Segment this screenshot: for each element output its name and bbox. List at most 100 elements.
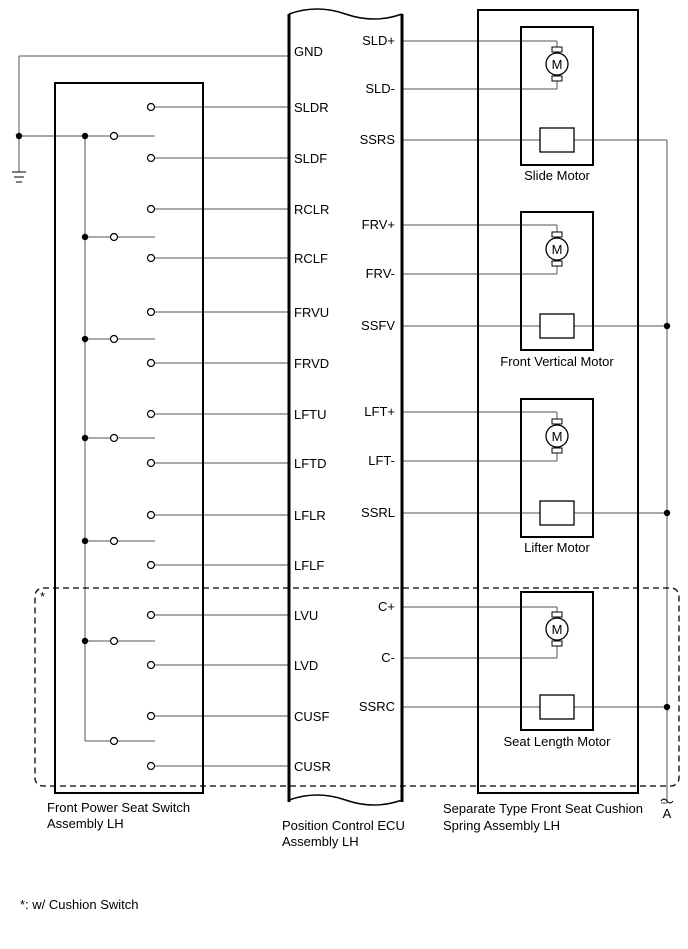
switch-assembly-title-2: Assembly LH — [47, 816, 124, 831]
ecu-pin-lftu: LFTU — [294, 407, 327, 422]
switch-pivot — [109, 232, 119, 242]
return-bus-dot — [663, 703, 671, 711]
motor-box — [520, 211, 594, 351]
ecu-bottom-wave — [288, 794, 403, 806]
ecu-pin-ssrc: SSRC — [359, 699, 395, 714]
motor-label: Front Vertical Motor — [500, 354, 614, 369]
motor-icon — [545, 52, 569, 76]
ecu-pin-ssfv: SSFV — [361, 318, 395, 333]
bus-junction-dot — [81, 434, 89, 442]
ecu-pin-frvd: FRVD — [294, 356, 329, 371]
motor-icon — [545, 617, 569, 641]
spring-assembly-title-2: Spring Assembly LH — [443, 818, 560, 833]
return-bus-dot — [663, 509, 671, 517]
motor-icon — [545, 424, 569, 448]
switch-terminal-up — [146, 204, 156, 214]
switch-assembly-title: Front Power Seat Switch — [47, 800, 190, 815]
bus-junction-dot — [81, 233, 89, 241]
ecu-pin-lflf: LFLF — [294, 558, 324, 573]
switch-terminal-up — [146, 409, 156, 419]
switch-pivot — [109, 433, 119, 443]
ecu-pin-lftd: LFTD — [294, 456, 327, 471]
bus-junction-dot — [81, 637, 89, 645]
motor-symbol: M — [552, 242, 563, 257]
motor-brush-icon — [551, 231, 563, 238]
ecu-pin-frv+: FRV+ — [362, 217, 395, 232]
motor-brush-icon — [551, 260, 563, 267]
ecu-title-2: Assembly LH — [282, 834, 359, 849]
sensor-icon — [539, 694, 575, 720]
ecu-pin-lvu: LVU — [294, 608, 318, 623]
switch-assembly-box — [54, 82, 204, 794]
cushion-switch-pivot — [109, 736, 119, 746]
ecu-pin-rclf: RCLF — [294, 251, 328, 266]
motor-brush-icon — [551, 611, 563, 618]
ecu-pin-gnd: GND — [294, 44, 323, 59]
ecu-top-wave — [288, 8, 403, 20]
ecu-pin-sld-: SLD- — [365, 81, 395, 96]
sensor-icon — [539, 313, 575, 339]
spring-assembly-title: Separate Type Front Seat Cushion — [443, 801, 643, 816]
connector-wave-icon — [660, 798, 674, 804]
motor-symbol: M — [552, 57, 563, 72]
sensor-icon — [539, 127, 575, 153]
motor-brush-icon — [551, 75, 563, 82]
cushion-terminal-r — [146, 761, 156, 771]
switch-terminal-up — [146, 610, 156, 620]
motor-symbol: M — [552, 429, 563, 444]
switch-terminal-up — [146, 102, 156, 112]
ecu-pin-lvd: LVD — [294, 658, 318, 673]
ecu-pin-lflr: LFLR — [294, 508, 326, 523]
motor-brush-icon — [551, 447, 563, 454]
motor-symbol: M — [552, 622, 563, 637]
motor-box — [520, 591, 594, 731]
bus-junction-dot — [81, 335, 89, 343]
ecu-pin-cusr: CUSR — [294, 759, 331, 774]
switch-terminal-down — [146, 253, 156, 263]
ecu-pin-c-: C- — [381, 650, 395, 665]
connector-label-a: A — [663, 806, 672, 821]
motor-brush-icon — [551, 418, 563, 425]
switch-terminal-up — [146, 510, 156, 520]
switch-terminal-up — [146, 307, 156, 317]
cushion-star-marker: * — [40, 589, 45, 604]
switch-terminal-down — [146, 153, 156, 163]
switch-terminal-down — [146, 358, 156, 368]
ecu-pin-sldr: SLDR — [294, 100, 329, 115]
switch-pivot — [109, 636, 119, 646]
switch-terminal-down — [146, 660, 156, 670]
bus-junction-dot — [81, 537, 89, 545]
motor-icon — [545, 237, 569, 261]
ecu-pin-lft-: LFT- — [368, 453, 395, 468]
ecu-pin-ssrs: SSRS — [360, 132, 396, 147]
motor-box — [520, 398, 594, 538]
return-bus-dot — [663, 322, 671, 330]
ecu-pin-sldf: SLDF — [294, 151, 327, 166]
cushion-switch-region — [34, 587, 680, 787]
footnote: *: w/ Cushion Switch — [20, 897, 139, 912]
sensor-icon — [539, 500, 575, 526]
ecu-pin-ssrl: SSRL — [361, 505, 395, 520]
switch-terminal-down — [146, 560, 156, 570]
ecu-pin-sld+: SLD+ — [362, 33, 395, 48]
motor-label: Seat Length Motor — [504, 734, 612, 749]
switch-pivot — [109, 131, 119, 141]
switch-terminal-down — [146, 458, 156, 468]
motor-box — [520, 26, 594, 166]
ground-junction-dot — [15, 132, 23, 140]
ecu-pin-cusf: CUSF — [294, 709, 329, 724]
ecu-pin-frv-: FRV- — [366, 266, 395, 281]
ecu-pin-lft+: LFT+ — [364, 404, 395, 419]
switch-pivot — [109, 536, 119, 546]
cushion-terminal-f — [146, 711, 156, 721]
spring-assembly-box — [477, 9, 639, 794]
switch-pivot — [109, 334, 119, 344]
ecu-pin-rclr: RCLR — [294, 202, 329, 217]
bus-top-dot — [81, 132, 89, 140]
motor-brush-icon — [551, 640, 563, 647]
ecu-pin-frvu: FRVU — [294, 305, 329, 320]
motor-brush-icon — [551, 46, 563, 53]
ecu-pin-c+: C+ — [378, 599, 395, 614]
ecu-title: Position Control ECU — [282, 818, 405, 833]
